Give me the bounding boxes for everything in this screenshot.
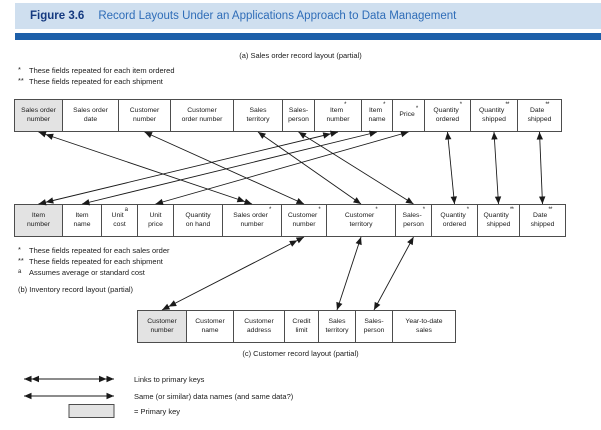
legend-item-primary-key-links: Links to primary keys [14,371,204,387]
relationship-arrow-same-name [491,131,502,205]
relationship-arrow-primary-key-link [38,131,253,205]
legend-item-primary-key-box: = Primary key [14,403,180,419]
legend-label: Same (or similar) data names (and same d… [134,391,294,401]
single-arrow-icon [24,392,114,400]
note-marker: ** [18,256,24,265]
note-line: * These fields repeated for each item or… [18,65,175,77]
caption-sales-order-layout: (a) Sales order record layout (partial) [239,51,362,60]
field-quantity-shipped: Quantity**shipped [477,204,520,237]
figure-title: Record Layouts Under an Applications App… [98,10,457,22]
note-text: These fields repeated for each shipment [29,257,163,266]
note-text: Assumes average or standard cost [29,268,145,277]
caption-customer-layout: (c) Customer record layout (partial) [242,349,359,358]
note-line: ** These fields repeated for each shipme… [18,256,170,268]
field-date-shipped: Date**shipped [519,204,566,237]
figure-number: Figure 3.6 [30,10,85,22]
field-item-name: Item*name [361,99,393,132]
field-date-shipped: Date**shipped [517,99,562,132]
field-customer-territory: Customer*territory [326,204,396,237]
notes-sales-order: * These fields repeated for each item or… [18,65,175,88]
field-quantity-shipped: Quantity**shipped [470,99,518,132]
shaded-box-icon [68,404,115,418]
double-arrow-icon [24,375,114,383]
field-sales-person: Sales-person [355,310,393,343]
note-text: These fields repeated for each shipment [29,77,163,86]
legend-label: = Primary key [134,406,181,416]
field-sales-order-number: Sales order*number [222,204,282,237]
note-text: These fields repeated for each sales ord… [29,246,170,255]
legend-label: Links to primary keys [134,374,205,384]
field-quantity-ordered: Quantity*ordered [431,204,478,237]
note-text: These fields repeated for each item orde… [29,66,175,75]
relationship-arrow-same-name [445,131,457,205]
relationship-arrow-primary-key-link [161,236,305,311]
relationship-arrow-same-name [257,131,362,205]
relationship-arrow-same-name [373,236,414,311]
relationship-arrow-primary-key-link [38,130,339,206]
note-marker: ** [18,76,24,85]
note-line: a Assumes average or standard cost [18,268,170,279]
caption-inventory-layout: (b) Inventory record layout (partial) [18,285,134,294]
field-price: Price* [392,99,425,132]
field-item-number: Item*number [314,99,362,132]
relationship-arrow-same-name [536,131,546,205]
relationship-arrow-same-name [155,130,409,206]
legend-item-same-data-names: Same (or similar) data names (and same d… [14,388,293,404]
relationship-arrow-same-name [81,130,378,206]
note-marker: * [18,65,21,74]
field-sales-person: Sales-person [282,99,315,132]
field-sales-person: Sales-*person [395,204,432,237]
note-line: * These fields repeated for each sales o… [18,245,170,257]
field-customer-number: Customer*number [281,204,327,237]
relationship-arrow-same-name [336,236,362,311]
note-marker: a [18,269,22,275]
field-quantity-ordered: Quantity*ordered [424,99,471,132]
header-rule [15,33,601,40]
figure-header: Figure 3.6 Record Layouts Under an Appli… [15,3,601,29]
relationship-arrow-same-name [298,131,414,205]
note-line: ** These fields repeated for each shipme… [18,76,175,88]
notes-inventory: * These fields repeated for each sales o… [18,245,170,279]
relationship-arrow-same-name [144,131,305,205]
note-marker: * [18,245,21,254]
